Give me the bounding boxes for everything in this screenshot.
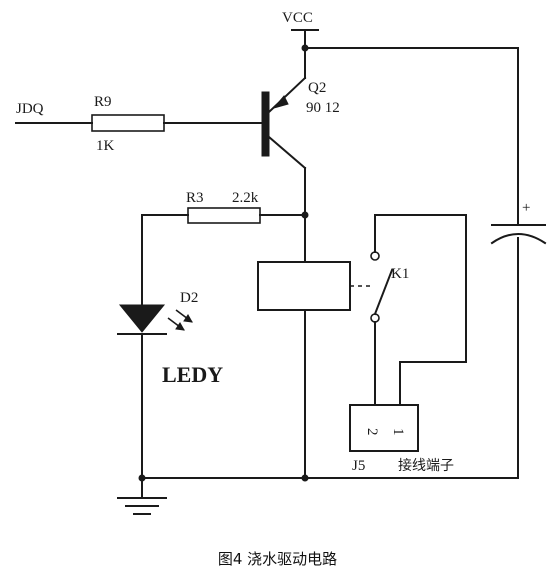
ground-symbol [117,497,167,515]
r3-label: R3 [186,190,204,206]
j5-desc: 接线端子 [398,457,454,474]
capacitor-symbol [490,224,547,245]
led-d2 [117,304,193,335]
figure-caption: 图4 浇水驱动电路 [217,550,338,568]
relay-coil [257,261,351,311]
vcc-label: VCC [282,10,313,26]
k1-label: K1 [391,266,409,282]
j5-pin1-label: 1 [390,428,406,436]
d2-label: D2 [180,290,198,306]
vcc-symbol [291,29,319,79]
relay-switch-k1 [350,214,467,406]
resistor-r9 [91,114,165,132]
junction-dot [301,44,309,52]
q2-model: 90 12 [306,100,340,116]
r9-label: R9 [94,94,112,110]
vcc-rail [304,47,519,479]
transistor-q2 [261,76,307,216]
j5-label: J5 [352,458,365,474]
terminal-j5 [349,404,419,452]
junction-dot [301,474,309,482]
resistor-r3 [187,207,261,224]
jdq-label: JDQ [16,101,44,117]
junction-dot [138,474,146,482]
r9-value: 1K [96,138,115,154]
j5-pin2-label: 2 [364,428,380,436]
r3-value: 2.2k [232,190,259,206]
d2-value: LEDY [162,362,223,387]
q2-label: Q2 [308,80,326,96]
capacitor-plus-label: + [522,200,530,216]
